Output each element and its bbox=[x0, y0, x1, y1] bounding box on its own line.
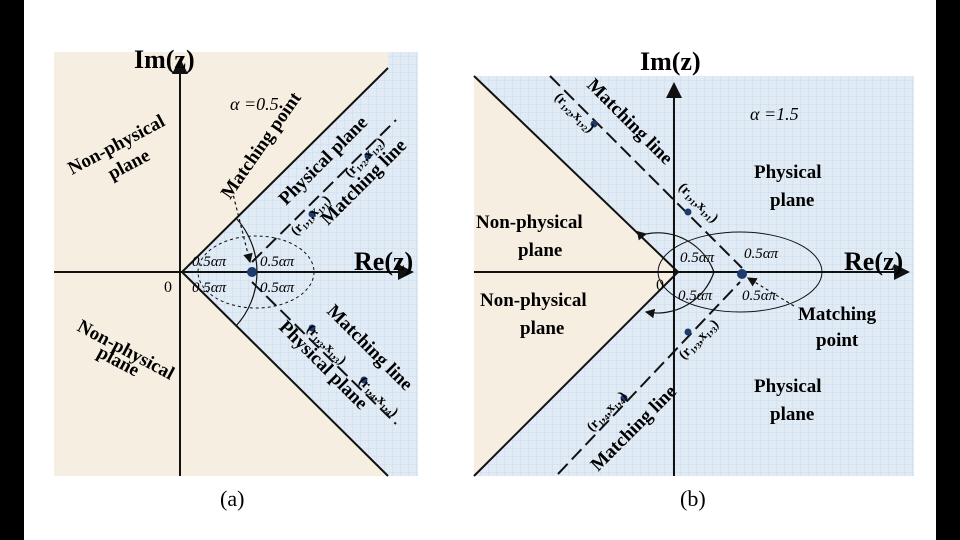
complex-plane-figure: Im(z) Re(z) 0 α =0.5 Non-physical plane … bbox=[54, 45, 914, 511]
physical-region-wedge bbox=[182, 52, 418, 476]
data-point bbox=[620, 394, 628, 402]
re-axis-label: Re(z) bbox=[354, 247, 413, 276]
matching-point-line2: point bbox=[816, 330, 859, 351]
non-physical-region-wedge bbox=[474, 76, 678, 476]
angle-label-1: 0.5απ bbox=[680, 250, 715, 266]
angle-arc-upper-left bbox=[636, 230, 715, 273]
data-point bbox=[684, 208, 692, 216]
matching-point-dot bbox=[247, 267, 257, 277]
alpha-label: α =0.5 bbox=[230, 94, 279, 114]
boundary-lower bbox=[181, 271, 389, 477]
matching-line-lower bbox=[557, 281, 741, 475]
boundary-upper bbox=[181, 67, 389, 273]
matching-point-dot bbox=[737, 269, 747, 279]
panel-b-caption: (b) bbox=[680, 486, 706, 511]
physical-lower-line2: plane bbox=[770, 404, 814, 425]
physical-upper-line2: plane bbox=[770, 190, 814, 211]
matching-point-line1: Matching bbox=[798, 304, 877, 325]
physical-upper-line1: Physical bbox=[754, 162, 822, 183]
angle-label-3: 0.5απ bbox=[744, 246, 779, 262]
non-physical-upper-line1: Non-physical bbox=[476, 212, 583, 233]
panel-a-caption: (a) bbox=[220, 486, 244, 511]
panel-a: Im(z) Re(z) 0 α =0.5 Non-physical plane … bbox=[54, 45, 418, 511]
angle-label-4: 0.5απ bbox=[742, 288, 777, 304]
angle-label-2: 0.5απ bbox=[678, 288, 713, 304]
physical-lower-line1: Physical bbox=[754, 376, 822, 397]
angle-label-1: 0.5απ bbox=[192, 254, 227, 270]
angle-label-4: 0.5απ bbox=[260, 280, 295, 296]
alpha-label: α =1.5 bbox=[750, 104, 799, 124]
matching-point-pointer bbox=[231, 189, 253, 264]
im-axis-label: Im(z) bbox=[134, 45, 195, 74]
matching-line-upper bbox=[549, 75, 743, 269]
non-physical-lower-line1: Non-physical bbox=[480, 290, 587, 311]
angle-label-3: 0.5απ bbox=[260, 254, 295, 270]
matching-line-upper bbox=[251, 119, 397, 263]
angle-arc-lower-left bbox=[644, 271, 715, 319]
angle-label-2: 0.5απ bbox=[192, 280, 227, 296]
non-physical-lower-line2: plane bbox=[520, 318, 564, 339]
im-axis-label: Im(z) bbox=[640, 47, 701, 76]
data-point bbox=[308, 324, 316, 332]
data-point bbox=[308, 210, 316, 218]
non-physical-upper-line2: plane bbox=[518, 240, 562, 261]
data-point bbox=[684, 328, 692, 336]
panel-b: Im(z) Re(z) 0 α =1.5 Physical plane Phys… bbox=[473, 47, 914, 511]
matching-point-pointer bbox=[746, 277, 795, 307]
data-point bbox=[360, 376, 368, 384]
origin-label: 0 bbox=[164, 279, 172, 296]
data-point bbox=[590, 120, 598, 128]
angle-arc-right bbox=[657, 231, 823, 313]
figure-canvas: Im(z) Re(z) 0 α =0.5 Non-physical plane … bbox=[24, 0, 936, 540]
origin-label: 0 bbox=[656, 277, 664, 294]
data-point bbox=[364, 152, 372, 160]
boundary-lower bbox=[473, 271, 679, 477]
re-axis-label: Re(z) bbox=[844, 247, 903, 276]
angle-arc-right bbox=[197, 235, 315, 309]
